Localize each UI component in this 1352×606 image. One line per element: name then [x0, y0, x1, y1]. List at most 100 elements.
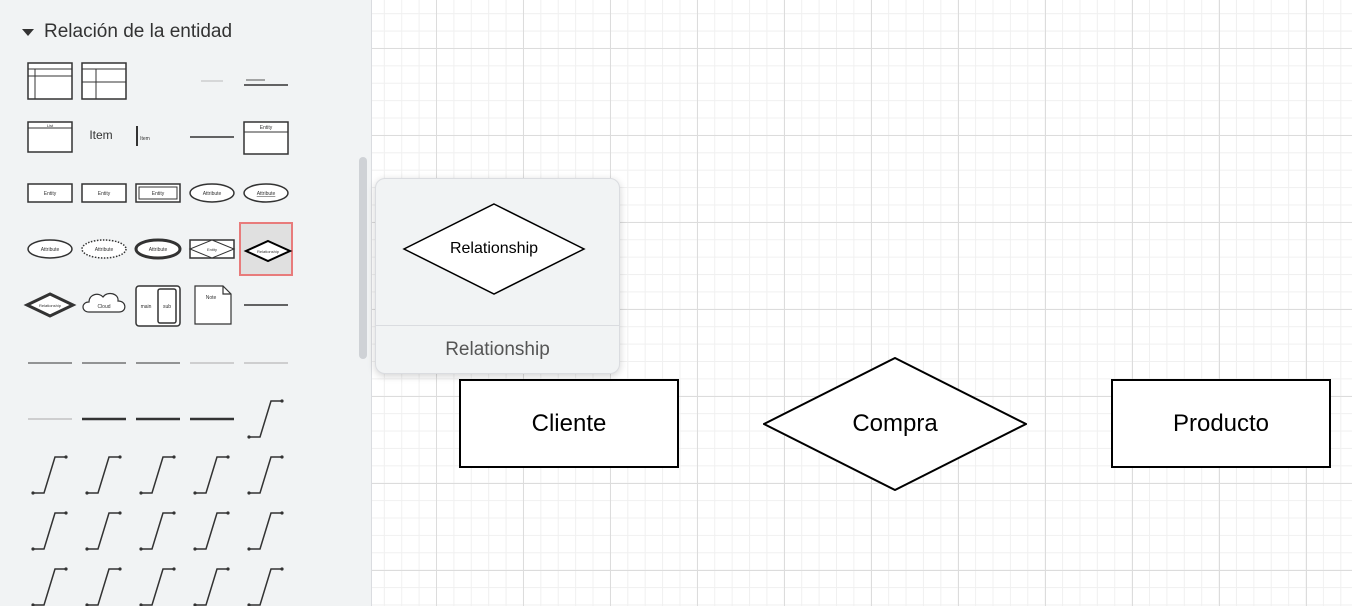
palette-shape-table-schema[interactable] — [23, 55, 77, 109]
svg-text:Entity: Entity — [207, 247, 217, 252]
palette-shape-small-text[interactable] — [131, 55, 185, 109]
palette-shape-cloud[interactable]: Cloud — [77, 278, 131, 332]
palette-shape-pk-line[interactable] — [239, 55, 293, 109]
table-schema-icon — [27, 62, 73, 100]
attribute-icon: Attribute — [27, 239, 73, 259]
entity-cliente[interactable]: Cliente — [459, 379, 679, 468]
palette-shape-table-schema-2[interactable] — [77, 55, 131, 109]
item-bar-icon: Item — [136, 126, 150, 146]
palette-shape-connector-thin[interactable] — [131, 334, 185, 388]
svg-text:Attribute: Attribute — [203, 191, 222, 197]
caret-down-icon — [22, 28, 34, 36]
connector-thin-icon — [82, 362, 126, 364]
palette-shape-attribute-underline[interactable]: Attribute — [239, 166, 293, 220]
connector-gray-icon — [244, 362, 288, 364]
palette-shape-elbow[interactable] — [185, 558, 239, 606]
palette-shape-elbow[interactable] — [23, 558, 77, 606]
palette-shape-elbow[interactable] — [239, 558, 293, 606]
palette-shape-elbow[interactable] — [239, 446, 293, 500]
palette-shape-connector-thin[interactable] — [77, 334, 131, 388]
palette-shape-connector-bold[interactable] — [185, 390, 239, 444]
svg-text:List: List — [47, 123, 54, 128]
identifying-relationship-icon: Relationship — [23, 292, 77, 318]
palette-shape-connector-bold[interactable] — [131, 390, 185, 444]
palette-shape-elbow[interactable] — [77, 446, 131, 500]
palette-shape-elbow[interactable] — [185, 446, 239, 500]
palette-shape-connector-bold[interactable] — [77, 390, 131, 444]
relationship-compra[interactable]: Compra — [763, 357, 1027, 491]
elbow-icon — [31, 567, 68, 606]
palette-shape-attribute[interactable]: Attribute — [23, 222, 77, 276]
palette-shape-associative-entity[interactable]: Entity — [185, 222, 239, 276]
svg-text:Relationship: Relationship — [39, 303, 62, 308]
pk-line-icon — [244, 79, 288, 86]
preview-shape-label: Relationship — [449, 240, 539, 257]
connector-gray-icon — [190, 362, 234, 364]
associative-entity-icon: Entity — [188, 239, 236, 259]
palette-shape-elbow[interactable] — [77, 558, 131, 606]
elbow-icon — [247, 511, 284, 551]
palette-shape-entity[interactable]: Entity — [23, 166, 77, 220]
palette-shape-connector-gray[interactable] — [185, 334, 239, 388]
svg-text:main: main — [141, 304, 152, 310]
palette-shape-entity-attributes[interactable]: Entity — [239, 110, 293, 164]
palette-shape-elbow[interactable] — [185, 502, 239, 556]
sidebar-scrollbar[interactable] — [359, 157, 367, 359]
connector-thin-icon — [136, 362, 180, 364]
table-schema-2-icon — [81, 62, 127, 100]
palette-shape-elbow[interactable] — [77, 502, 131, 556]
svg-text:Relationship: Relationship — [257, 249, 280, 254]
palette-shape-line[interactable] — [185, 110, 239, 164]
preview-title: Relationship — [445, 338, 550, 360]
palette-shape-item-text[interactable]: Item — [77, 110, 131, 164]
relationship-selected-icon: Relationship — [243, 239, 293, 263]
palette-shape-item-bar[interactable]: Item — [131, 110, 185, 164]
svg-text:Entity: Entity — [44, 191, 57, 197]
palette-shape-relationship-selected[interactable]: Relationship — [239, 222, 293, 276]
palette-shape-elbow[interactable] — [23, 446, 77, 500]
entity-icon: Entity — [27, 183, 73, 203]
palette-shape-list[interactable]: List — [23, 110, 77, 164]
palette-shape-connector-gray[interactable] — [239, 334, 293, 388]
palette-shape-connector-gray[interactable] — [23, 390, 77, 444]
elbow-icon — [31, 511, 68, 551]
relationship-diamond-shape — [763, 357, 1027, 491]
entity-attributes-icon: Entity — [243, 121, 289, 155]
palette-shape-elbow[interactable] — [131, 446, 185, 500]
section-header-entity-relation[interactable]: Relación de la entidad — [22, 20, 232, 44]
entity-producto[interactable]: Producto — [1111, 379, 1331, 468]
palette-shape-entity[interactable]: Entity — [77, 166, 131, 220]
palette-shape-identifying-relationship[interactable]: Relationship — [23, 278, 77, 332]
relationship-label: Compra — [852, 410, 938, 437]
palette-shape-elbow[interactable] — [131, 558, 185, 606]
elbow-icon — [247, 567, 284, 606]
palette-shape-elbow[interactable] — [239, 390, 293, 444]
svg-text:Attribute: Attribute — [95, 247, 114, 253]
line-icon — [190, 136, 234, 138]
palette-shape-fk-label[interactable] — [185, 55, 239, 109]
palette-shape-elbow[interactable] — [23, 502, 77, 556]
derived-attribute-icon: Attribute — [134, 238, 182, 260]
palette-shape-derived-attribute[interactable]: Attribute — [131, 222, 185, 276]
list-icon: List — [27, 121, 73, 153]
section-title: Relación de la entidad — [44, 21, 233, 42]
palette-shape-note[interactable]: Note — [185, 278, 239, 332]
cloud-icon: Cloud — [82, 292, 126, 313]
svg-text:Entity: Entity — [98, 191, 111, 197]
palette-shape-connector-thin[interactable] — [23, 334, 77, 388]
palette-shape-line[interactable] — [239, 278, 293, 332]
svg-text:Entity: Entity — [260, 125, 273, 131]
palette-shape-attribute[interactable]: Attribute — [185, 166, 239, 220]
palette-shape-elbow[interactable] — [239, 502, 293, 556]
preview-divider — [376, 325, 619, 326]
palette-shape-elbow[interactable] — [131, 502, 185, 556]
note-icon: Note — [194, 285, 232, 325]
svg-text:Item: Item — [89, 128, 112, 142]
connector-gray-icon — [28, 418, 72, 420]
palette-shape-multivalue-attribute[interactable]: Attribute — [77, 222, 131, 276]
palette-shape-weak-entity[interactable]: Entity — [131, 166, 185, 220]
attribute-underline-icon: Attribute — [243, 183, 289, 203]
